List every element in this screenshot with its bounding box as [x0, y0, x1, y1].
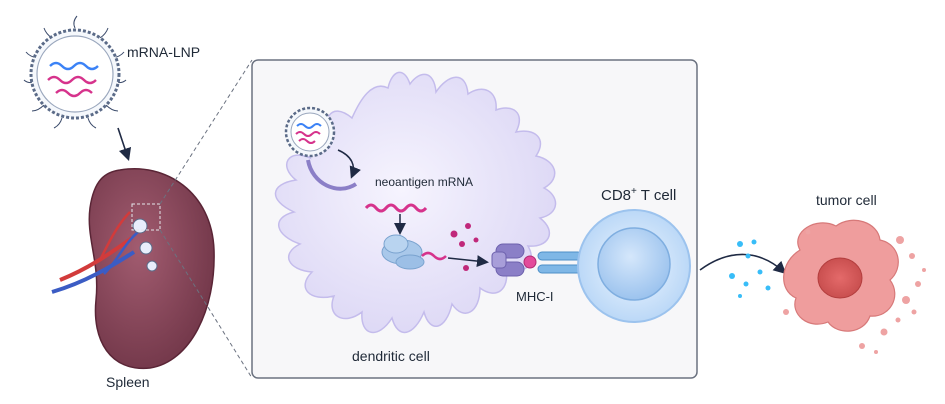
spleen-lnp-2: [139, 241, 153, 255]
peptide-arrow: [447, 255, 489, 268]
lnp-to-spleen-arrow: [117, 127, 132, 162]
uptake-arrow: [337, 149, 361, 179]
spleen-lnp-3: [146, 260, 158, 272]
endocytosed-lnp: [284, 106, 336, 158]
tumor-nucleus: [817, 257, 863, 299]
spleen-lnp-1: [132, 218, 148, 234]
endosome-membrane: [306, 159, 358, 191]
label-neoantigen-mrna: neoantigen mRNA: [375, 175, 474, 189]
zoom-line-top: [159, 59, 253, 205]
presented-peptide: [523, 255, 537, 269]
mrna-lnp-particle: [23, 15, 127, 129]
label-tumor-cell: tumor cell: [816, 192, 877, 208]
cd8-t-cell: [577, 209, 691, 323]
label-mrna-lnp: mRNA-LNP: [127, 44, 201, 60]
label-cd8-prefix: CD8: [601, 187, 632, 204]
lnp-mrna-magenta: [47, 75, 97, 85]
label-t-cell-suffix: T cell: [636, 187, 677, 204]
neoantigen-mrna-strand: [364, 203, 428, 213]
lnp-inner-membrane: [36, 35, 114, 113]
ribosome: [381, 234, 425, 270]
label-cd8-t-cell: CD8+ T cell: [601, 186, 676, 204]
zoom-region: [131, 203, 161, 231]
label-spleen: Spleen: [106, 374, 150, 390]
t-cell-receptor: [537, 251, 583, 274]
artery-branch: [98, 211, 131, 261]
label-dendritic-cell: dendritic cell: [352, 348, 430, 364]
cytotoxic-arrow: [699, 253, 787, 275]
dendritic-cell-body: [274, 71, 557, 334]
spleen-organ: [51, 168, 215, 369]
splenic-vein: [51, 250, 136, 294]
label-cd8-superscript: +: [631, 186, 637, 197]
peptide-chain: [421, 251, 447, 261]
lnp-mrna-blue: [49, 61, 99, 71]
tumor-debris: [783, 229, 926, 354]
label-mhc-i: MHC-I: [516, 289, 554, 304]
tumor-cell: [783, 219, 926, 354]
vein-branch: [103, 231, 139, 275]
t-cell-nucleus: [597, 227, 671, 301]
cytotoxic-granules: [729, 239, 771, 298]
zoom-line-bottom: [159, 229, 253, 379]
mhc-i-complex: [491, 243, 537, 277]
lnp-mrna-magenta-2: [55, 88, 93, 98]
peptide-fragments: [450, 223, 479, 271]
